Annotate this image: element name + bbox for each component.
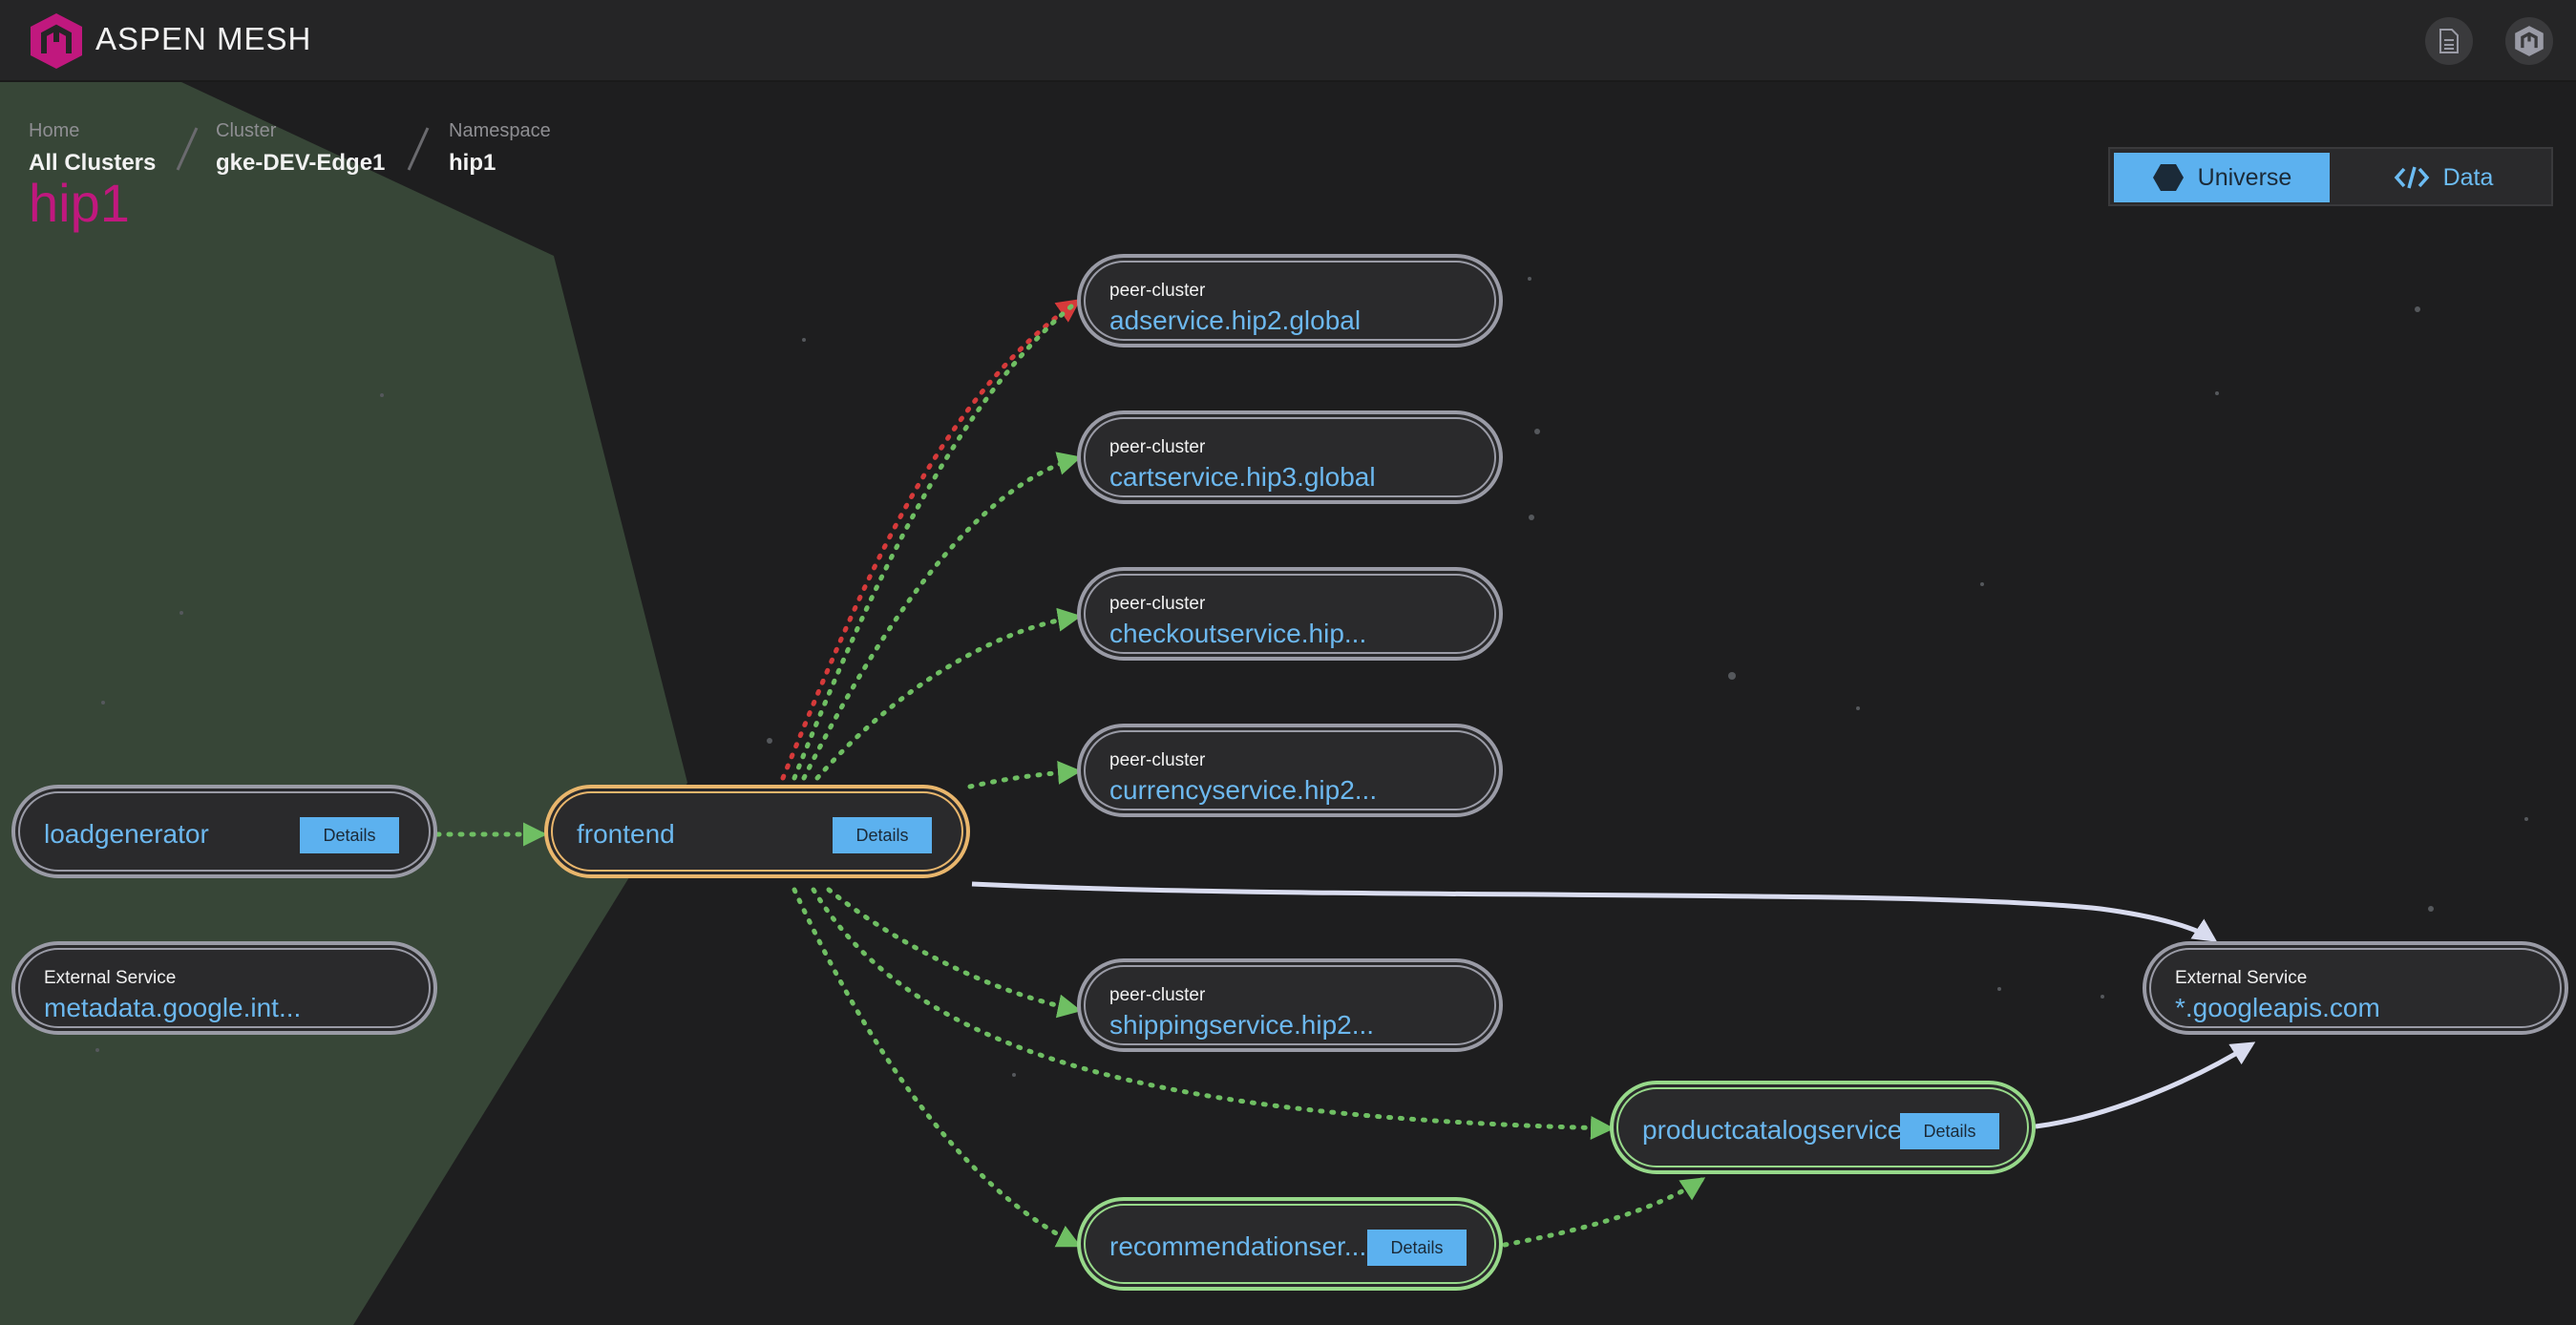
node-type: External Service xyxy=(2175,968,2308,988)
universe-tab-label: Universe xyxy=(2197,163,2292,191)
node-frontend[interactable]: frontend Details xyxy=(544,785,970,878)
edge-frontend-adservice xyxy=(780,299,1082,781)
hexagon-icon xyxy=(2152,164,2184,191)
node-type: External Service xyxy=(44,968,177,988)
breadcrumb-value: gke-DEV-Edge1 xyxy=(216,150,386,176)
page-title: hip1 xyxy=(29,173,130,233)
node-adservice[interactable]: peer-cluster adservice.hip2.global xyxy=(1077,254,1503,347)
node-cartservice[interactable]: peer-cluster cartservice.hip3.global xyxy=(1077,410,1503,504)
edge-productcatalog-googleapis xyxy=(2035,1041,2256,1129)
data-tab-label: Data xyxy=(2442,163,2494,191)
node-type: peer-cluster xyxy=(1109,594,1206,614)
node-googleapis-external[interactable]: External Service *.googleapis.com xyxy=(2143,941,2568,1035)
node-name: loadgenerator xyxy=(44,819,209,849)
view-toggle: Universe Data xyxy=(2108,147,2553,206)
breadcrumb-label: Namespace xyxy=(449,120,551,141)
edge-frontend-adservice-ok xyxy=(792,299,1080,781)
node-name: *.googleapis.com xyxy=(2175,993,2380,1022)
breadcrumb-namespace[interactable]: Namespace hip1 xyxy=(449,120,551,177)
node-name: productcatalogservice xyxy=(1642,1115,1903,1145)
edge-frontend-shippingservice xyxy=(826,887,1082,1019)
node-recommendationservice[interactable]: recommendationser... Details xyxy=(1077,1197,1503,1291)
edge-frontend-cartservice xyxy=(801,452,1082,781)
details-button[interactable]: Details xyxy=(300,817,399,853)
node-type: peer-cluster xyxy=(1109,750,1206,770)
node-name: currencyservice.hip2... xyxy=(1109,775,1378,805)
edge-frontend-googleapis xyxy=(971,881,2218,942)
node-loadgenerator[interactable]: loadgenerator Details xyxy=(11,785,437,878)
edge-frontend-checkoutservice xyxy=(814,607,1082,781)
node-name: metadata.google.int... xyxy=(44,993,302,1022)
edge-frontend-recommendation xyxy=(792,887,1082,1248)
breadcrumb-separator xyxy=(176,127,199,171)
node-productcatalogservice[interactable]: productcatalogservice Details xyxy=(1610,1081,2036,1174)
breadcrumb-separator xyxy=(407,127,430,171)
details-button[interactable]: Details xyxy=(1900,1113,1999,1149)
node-metadata-external[interactable]: External Service metadata.google.int... xyxy=(11,941,437,1035)
aspen-mesh-avatar-icon[interactable] xyxy=(2505,17,2553,65)
breadcrumb-label: Home xyxy=(29,120,80,141)
node-name: shippingservice.hip2... xyxy=(1109,1010,1375,1040)
node-name: cartservice.hip3.global xyxy=(1109,462,1376,492)
edge-frontend-productcatalog xyxy=(811,887,1615,1140)
top-bar: ASPEN MESH xyxy=(0,0,2576,82)
edge-frontend-currencyservice xyxy=(967,760,1082,789)
node-name: adservice.hip2.global xyxy=(1109,305,1362,335)
node-currencyservice[interactable]: peer-cluster currencyservice.hip2... xyxy=(1077,724,1503,817)
node-type: peer-cluster xyxy=(1109,281,1206,301)
node-checkoutservice[interactable]: peer-cluster checkoutservice.hip... xyxy=(1077,567,1503,661)
data-tab[interactable]: Data xyxy=(2337,153,2549,202)
star-field xyxy=(95,277,2528,1077)
details-button[interactable]: Details xyxy=(833,817,932,853)
details-button[interactable]: Details xyxy=(1367,1230,1467,1266)
node-type: peer-cluster xyxy=(1109,437,1206,457)
document-icon[interactable] xyxy=(2425,17,2473,65)
code-icon xyxy=(2394,166,2429,189)
universe-tab[interactable]: Universe xyxy=(2114,153,2330,202)
node-shippingservice[interactable]: peer-cluster shippingservice.hip2... xyxy=(1077,958,1503,1052)
node-name: recommendationser... xyxy=(1109,1231,1367,1261)
aspen-mesh-logo-icon[interactable] xyxy=(27,11,86,71)
node-name: checkoutservice.hip... xyxy=(1109,619,1367,648)
brand-name: ASPEN MESH xyxy=(95,21,312,56)
breadcrumb-value: hip1 xyxy=(449,150,496,176)
breadcrumb-home[interactable]: Home All Clusters xyxy=(29,120,156,177)
breadcrumb-value: All Clusters xyxy=(29,150,157,176)
edge-recommendation-productcatalog xyxy=(1502,1177,1706,1248)
node-name: frontend xyxy=(577,819,675,849)
breadcrumb-label: Cluster xyxy=(216,120,277,141)
node-type: peer-cluster xyxy=(1109,985,1206,1005)
breadcrumb-cluster[interactable]: Cluster gke-DEV-Edge1 xyxy=(216,120,385,177)
